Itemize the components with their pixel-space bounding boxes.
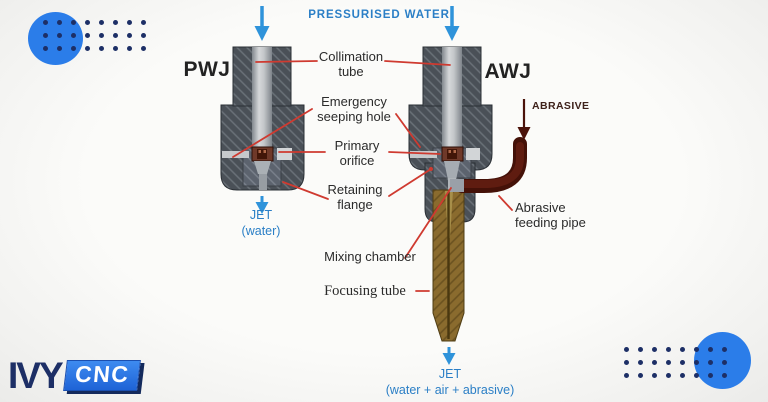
decorative-dot	[99, 33, 104, 38]
decorative-dot	[113, 33, 118, 38]
decorative-dot	[99, 46, 104, 51]
decorative-dot	[127, 46, 132, 51]
logo-badge: CNC	[62, 359, 141, 391]
decorative-dot	[694, 347, 699, 352]
decorative-dot	[680, 360, 685, 365]
decorative-dot	[99, 20, 104, 25]
decorative-dot	[71, 33, 76, 38]
abrasive-arrow	[517, 99, 531, 140]
decorative-dot	[127, 33, 132, 38]
decorative-dot	[127, 20, 132, 25]
decorative-dot	[652, 373, 657, 378]
water-flow-arrows	[254, 6, 460, 365]
logo-badge-text: CNC	[73, 360, 131, 387]
decorative-dot	[624, 347, 629, 352]
decorative-dot	[113, 20, 118, 25]
decorative-dot	[624, 360, 629, 365]
awj-pipe-fitting	[450, 179, 464, 192]
decorative-dot	[43, 20, 48, 25]
decorative-dot	[85, 20, 90, 25]
decorative-dot	[666, 373, 671, 378]
decorative-dot	[666, 347, 671, 352]
decorative-dot	[638, 360, 643, 365]
decorative-dot	[57, 20, 62, 25]
decorative-dot	[141, 20, 146, 25]
decorative-dot	[638, 347, 643, 352]
decorative-dot	[652, 347, 657, 352]
logo-word: IVY	[8, 354, 64, 396]
decorative-dot	[708, 360, 713, 365]
decorative-dot	[722, 360, 727, 365]
decorative-dot	[694, 373, 699, 378]
dot-grid-top-left	[43, 20, 155, 59]
decorative-dot	[638, 373, 643, 378]
decorative-dot	[666, 360, 671, 365]
decorative-dot	[43, 46, 48, 51]
awj-nozzle	[408, 46, 527, 342]
decorative-dot	[722, 347, 727, 352]
decorative-dot	[722, 373, 727, 378]
decorative-dot	[85, 33, 90, 38]
decorative-dot	[85, 46, 90, 51]
decorative-dot	[57, 46, 62, 51]
decorative-dot	[680, 347, 685, 352]
decorative-dot	[113, 46, 118, 51]
decorative-dot	[680, 373, 685, 378]
leader-lines	[232, 60, 513, 292]
awj-mixing-chamber	[444, 161, 460, 180]
decorative-dot	[708, 373, 713, 378]
decorative-dot	[71, 46, 76, 51]
decorative-dot	[57, 33, 62, 38]
awj-seeping-hole	[410, 151, 437, 158]
decorative-dot	[694, 360, 699, 365]
decorative-dot	[652, 360, 657, 365]
decorative-dot	[624, 373, 629, 378]
decorative-dot	[708, 347, 713, 352]
decorative-dot	[141, 46, 146, 51]
decorative-dot	[71, 20, 76, 25]
awj-collimation-bore	[442, 47, 462, 148]
decorative-dot	[141, 33, 146, 38]
ivycnc-logo: IVY CNC	[8, 352, 141, 398]
dot-grid-bottom-right	[624, 347, 736, 386]
decorative-dot	[43, 33, 48, 38]
pwj-collimation-bore	[252, 47, 272, 148]
pwj-nozzle	[220, 46, 305, 191]
